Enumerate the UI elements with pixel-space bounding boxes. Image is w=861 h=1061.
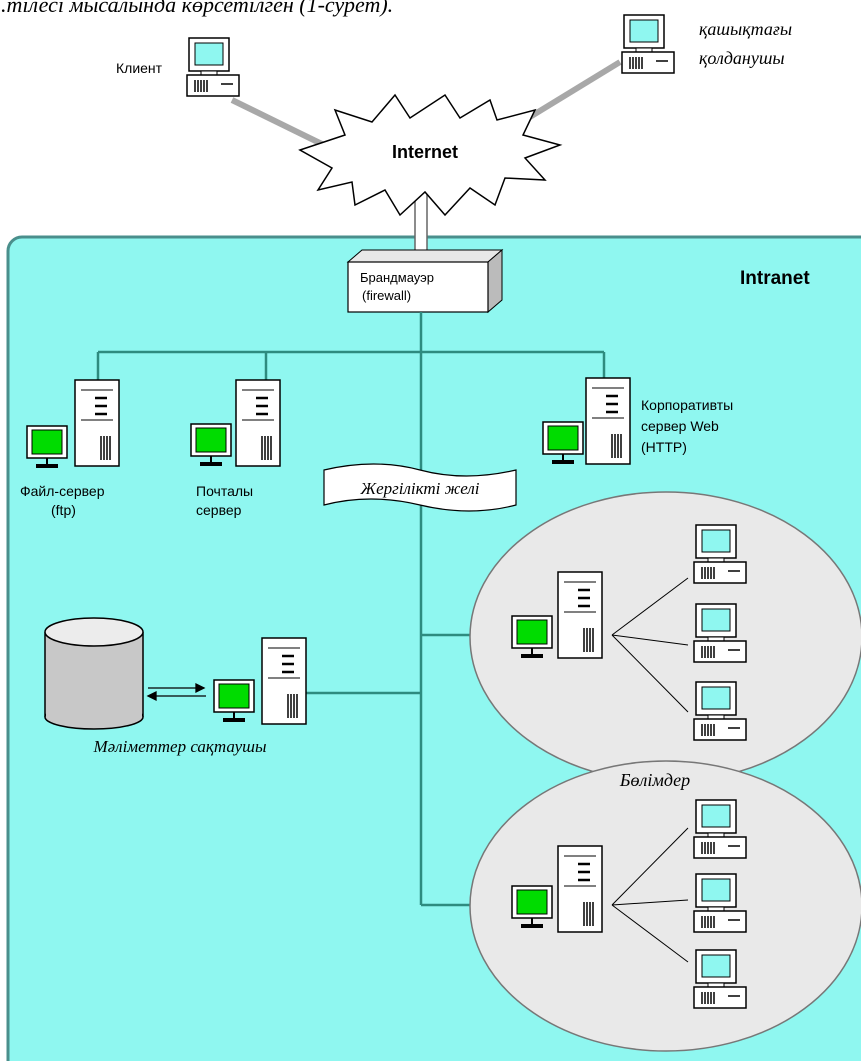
department-ellipse-2 xyxy=(469,760,861,1052)
firewall-label-1: Брандмауэр xyxy=(360,270,434,285)
remote-user-label-1: қашықтағы xyxy=(699,19,792,39)
firewall-box-icon xyxy=(346,248,504,314)
dept1-links xyxy=(611,577,689,713)
storage-server-tower-icon xyxy=(260,636,308,726)
web-server-label-2: сервер Web xyxy=(641,418,719,434)
web-server-label-3: (HTTP) xyxy=(641,439,687,455)
mail-server-label-2: сервер xyxy=(196,502,242,518)
client-workstation-icon xyxy=(186,37,240,97)
mail-server-tower-icon xyxy=(234,378,282,468)
internet-label: Internet xyxy=(392,142,458,162)
file-server-label-1: Файл-сервер xyxy=(20,483,105,499)
web-server-tower-icon xyxy=(584,376,632,466)
departments-label: Бөлімдер xyxy=(619,770,690,790)
dept2-links xyxy=(611,827,689,963)
remote-internet-link xyxy=(523,59,622,123)
client-internet-link xyxy=(230,97,332,151)
firewall-label-2: (firewall) xyxy=(362,288,411,303)
file-server-label-2: (ftp) xyxy=(51,502,76,518)
cloud-icon xyxy=(298,93,563,217)
web-server-label-1: Корпоративты xyxy=(641,397,733,413)
remote-user-label-2: қолданушы xyxy=(699,48,785,68)
storage-arrows xyxy=(146,682,206,702)
dept2-server-tower-icon xyxy=(556,844,604,934)
mail-server-label-1: Почталы xyxy=(196,483,253,499)
top-caption: ...тілесі мысалында көрсетілген (1-сурет… xyxy=(0,0,393,17)
database-cylinder-icon xyxy=(44,617,144,730)
intranet-label: Intranet xyxy=(740,268,810,289)
file-server-tower-icon xyxy=(73,378,121,468)
client-label: Клиент xyxy=(116,60,163,76)
data-storage-label: Мәліметтер сақтаушы xyxy=(92,737,266,756)
local-network-label: Жергілікті желі xyxy=(360,479,480,498)
local-network-banner xyxy=(323,463,517,512)
remote-user-workstation-icon xyxy=(621,14,675,74)
dept1-server-tower-icon xyxy=(556,570,604,660)
